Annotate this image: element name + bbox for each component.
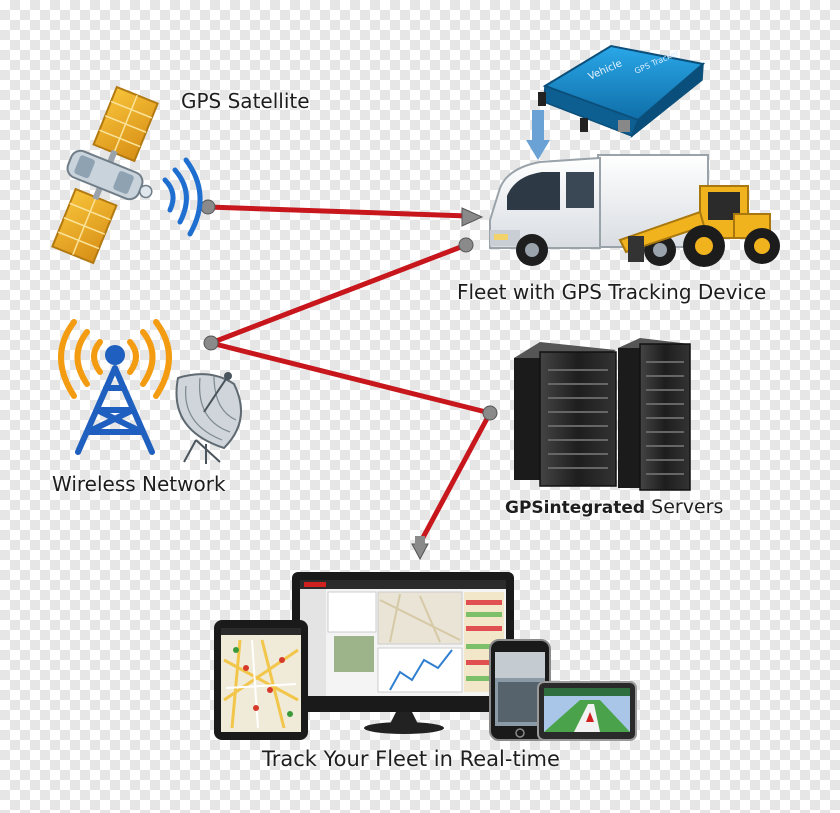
server-icon: [514, 342, 617, 487]
connectors: [205, 204, 493, 548]
servers-text: Servers: [651, 496, 724, 518]
node-wireless: [203, 335, 219, 351]
phone-icon: [489, 639, 551, 741]
fleet-label: Fleet with GPS Tracking Device: [457, 280, 767, 304]
down-arrow-icon: [526, 110, 550, 160]
wireless-network-label: Wireless Network: [52, 472, 226, 496]
loader-icon: [618, 185, 780, 267]
node-fleet: [458, 237, 474, 253]
track-fleet-label: Track Your Fleet in Real-time: [262, 747, 560, 771]
server-icon: [618, 338, 691, 491]
connector-wireless-fleet: [208, 242, 469, 346]
monitor-icon: [292, 572, 514, 734]
connector-wireless-servers: [208, 340, 493, 416]
gps-tracker-icon: Vehicle GPS Tracker: [538, 44, 706, 139]
arrow-to-devices-stem: [415, 536, 425, 545]
gps-satellite-label: GPS Satellite: [181, 89, 310, 113]
tower-icon: [75, 345, 155, 455]
node-servers: [482, 405, 498, 421]
dish-icon: [175, 372, 242, 464]
gps-unit-icon: [537, 681, 637, 741]
servers-brand: GPSintegrated: [505, 498, 646, 518]
satellite-icon: [51, 85, 159, 265]
truck-icon: [489, 154, 709, 266]
tablet-icon: [214, 620, 308, 740]
servers-label: GPSintegrated Servers: [505, 496, 723, 518]
connector-satellite-fleet: [205, 204, 471, 219]
arrow-to-fleet-icon: [461, 207, 484, 227]
signal-waves-icon: [162, 157, 203, 237]
connector-nodes: [200, 199, 498, 421]
connector-servers-devices: [416, 410, 493, 548]
arrow-to-devices-icon: [411, 543, 429, 561]
wifi-waves-icon: [58, 319, 172, 399]
node-satellite: [200, 199, 216, 215]
